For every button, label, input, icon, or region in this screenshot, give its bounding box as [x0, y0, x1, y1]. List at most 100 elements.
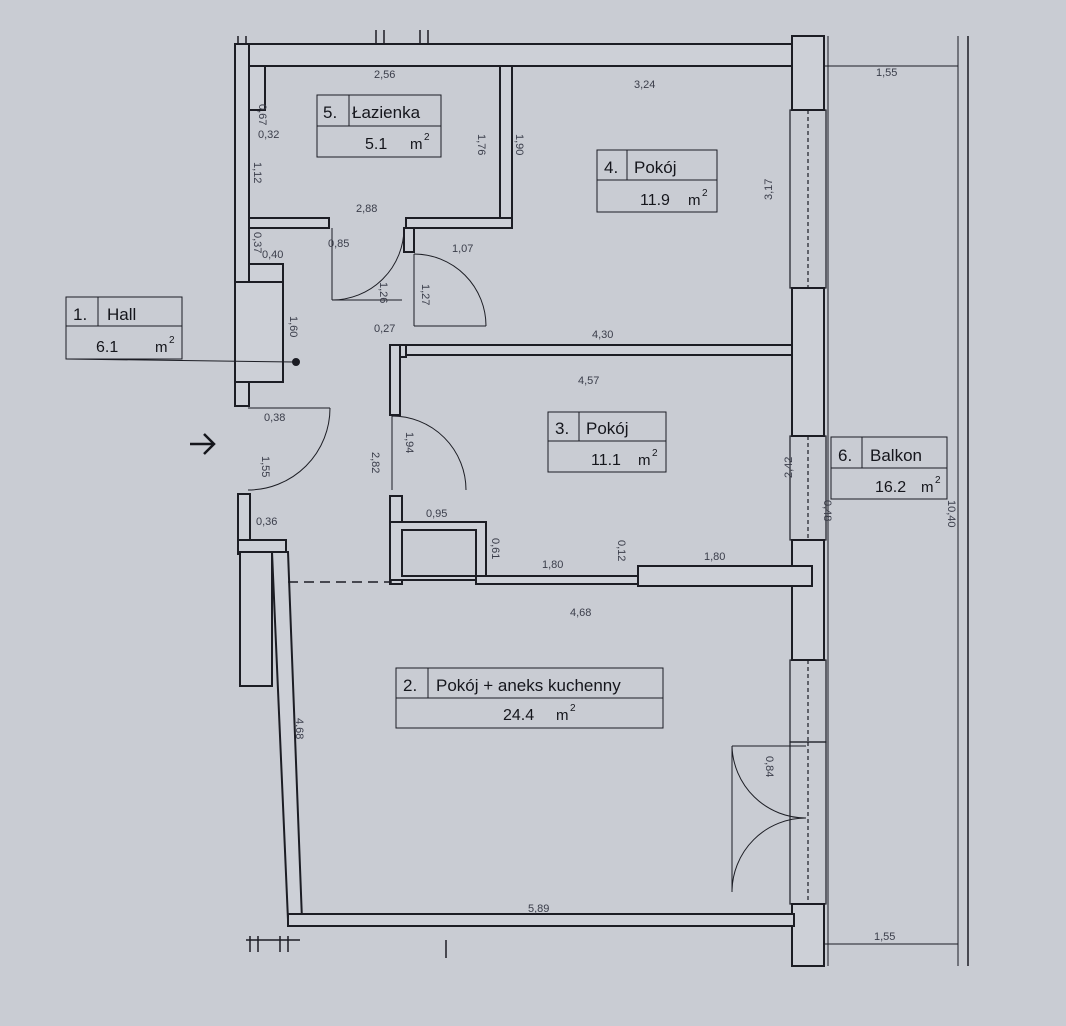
- room-3-number: 3.: [555, 419, 569, 438]
- dim-room3-height: 2,42: [783, 457, 795, 478]
- door-room3-swing: [391, 415, 467, 491]
- dim-door-room4-h: 1,27: [419, 284, 431, 305]
- dim-room3-inner: 4,57: [578, 375, 599, 387]
- room-2-unit: m: [556, 707, 569, 724]
- dim-room2-door: 0,84: [763, 756, 775, 777]
- dim-room4-width: 3,24: [634, 79, 655, 91]
- room-5-area: 5.1: [365, 136, 387, 153]
- dim-partition-gap: 0,12: [615, 540, 627, 561]
- door-balcony-swing: [731, 745, 807, 893]
- wall-hall-pillar: [234, 281, 284, 383]
- wall-right-col-3: [791, 539, 825, 661]
- entrance-arrow-icon: [190, 433, 216, 455]
- room-3-name: Pokój: [586, 419, 629, 438]
- room-4-name: Pokój: [634, 158, 677, 177]
- room-4-box: [596, 149, 718, 213]
- dim-closet-width: 0,95: [426, 508, 447, 520]
- room-5-name: Łazienka: [352, 103, 421, 122]
- wall-top: [234, 43, 796, 67]
- room-2-number: 2.: [403, 676, 417, 695]
- door-room4-swing: [413, 253, 487, 327]
- dimension-labels: 2,56 3,24 1,55 0,67 0,32 1,12 1,76 1,90 …: [251, 67, 957, 943]
- dim-room3-door: 1,94: [403, 432, 415, 453]
- door-entrance-swing: [247, 407, 331, 491]
- room-5-unit: m: [410, 136, 423, 153]
- dim-door-bath: 0,85: [328, 238, 349, 250]
- wall-room4-room3: [403, 344, 793, 356]
- room-6-unit-sup: 2: [935, 475, 941, 486]
- room-3-unit: m: [638, 452, 651, 469]
- dim-balcony-top: 1,55: [876, 67, 897, 79]
- room-1-area: 6.1: [96, 339, 118, 356]
- dim-bath-width: 2,56: [374, 69, 395, 81]
- wall-hall-block: [248, 263, 284, 283]
- top-marks: [237, 30, 447, 958]
- doors: [65, 227, 807, 893]
- closet-inner: [401, 529, 477, 577]
- dim-balcony-bottom: 1,55: [874, 931, 895, 943]
- dim-bath-left-small: 0,32: [258, 129, 279, 141]
- room-6-area: 16.2: [875, 479, 906, 496]
- room-label-boxes: [65, 94, 948, 729]
- room-5-unit-sup: 2: [424, 132, 430, 143]
- dim-partition-right: 1,80: [704, 551, 725, 563]
- door-bathroom-swing: [331, 227, 405, 301]
- dim-bath-bottom: 2,88: [356, 203, 377, 215]
- room-6-number: 6.: [838, 446, 852, 465]
- dim-door-room4-w: 1,07: [452, 243, 473, 255]
- room-6-unit: m: [921, 479, 934, 496]
- dim-balcony-window: 0,48: [821, 500, 833, 521]
- wall-door-post: [403, 227, 415, 253]
- room-3-unit-sup: 2: [652, 448, 658, 459]
- dim-hall-small-1: 0,37: [251, 232, 263, 253]
- room-2-unit-sup: 2: [570, 703, 576, 714]
- room-3-box: [547, 411, 667, 473]
- dim-room3-top: 4,30: [592, 329, 613, 341]
- room-4-area: 11.9: [640, 192, 670, 209]
- room-1-number: 1.: [73, 305, 87, 324]
- room-4-unit-sup: 2: [702, 188, 708, 199]
- dim-closet-depth: 0,61: [489, 538, 501, 559]
- room-3-area: 11.1: [591, 452, 621, 469]
- room-6-name: Balkon: [870, 446, 922, 465]
- wall-partition-left: [475, 575, 639, 585]
- dim-balcony-length: 10,40: [945, 500, 957, 528]
- room-1-box: [65, 296, 183, 360]
- dim-hall-door-h: 1,26: [377, 282, 389, 303]
- hall-label-pointer-dot: [292, 358, 300, 366]
- wall-bath-bottom-right: [405, 217, 513, 229]
- wall-bottom: [287, 913, 795, 927]
- dim-room2-bottom: 5,89: [528, 903, 549, 915]
- dim-partition-small: 0,36: [256, 516, 277, 528]
- room-1-unit-sup: 2: [169, 335, 175, 346]
- dim-hall-length: 1,60: [287, 316, 299, 337]
- windows: [789, 109, 827, 905]
- wall-room2-left-top: [237, 493, 251, 545]
- dim-hall-small-3: 0,27: [374, 323, 395, 335]
- dim-bath-right-h: 1,90: [513, 134, 525, 155]
- wall-right-col-2: [791, 287, 825, 437]
- room-2-name: Pokój + aneks kuchenny: [436, 676, 621, 695]
- wall-right-col-1: [791, 35, 825, 111]
- room-1-name: Hall: [107, 305, 136, 324]
- dim-bath-inner-h: 1,76: [475, 134, 487, 155]
- dim-room4-height: 3,17: [763, 179, 775, 200]
- wall-room3-left-upper: [389, 344, 401, 416]
- balcony: [824, 36, 969, 966]
- wall-room2-left-panel: [239, 551, 273, 687]
- room-labels: 1. Hall 6.1 m 2 5. Łazienka 5.1 m 2 4. P…: [73, 103, 941, 724]
- dim-entrance-side: 1,55: [259, 456, 271, 477]
- wall-partition-right: [637, 565, 813, 587]
- dim-room2-width: 4,68: [570, 607, 591, 619]
- room-4-number: 4.: [604, 158, 618, 177]
- wall-bath-bottom-left: [248, 217, 330, 229]
- room-1-unit: m: [155, 339, 168, 356]
- dim-room3-left: 2,82: [369, 452, 381, 473]
- dim-partition-left: 1,80: [542, 559, 563, 571]
- dim-hall-small-2: 0,40: [262, 249, 283, 261]
- room-4-unit: m: [688, 192, 701, 209]
- dim-entrance: 0,38: [264, 412, 285, 424]
- wall-bath-right: [499, 65, 513, 227]
